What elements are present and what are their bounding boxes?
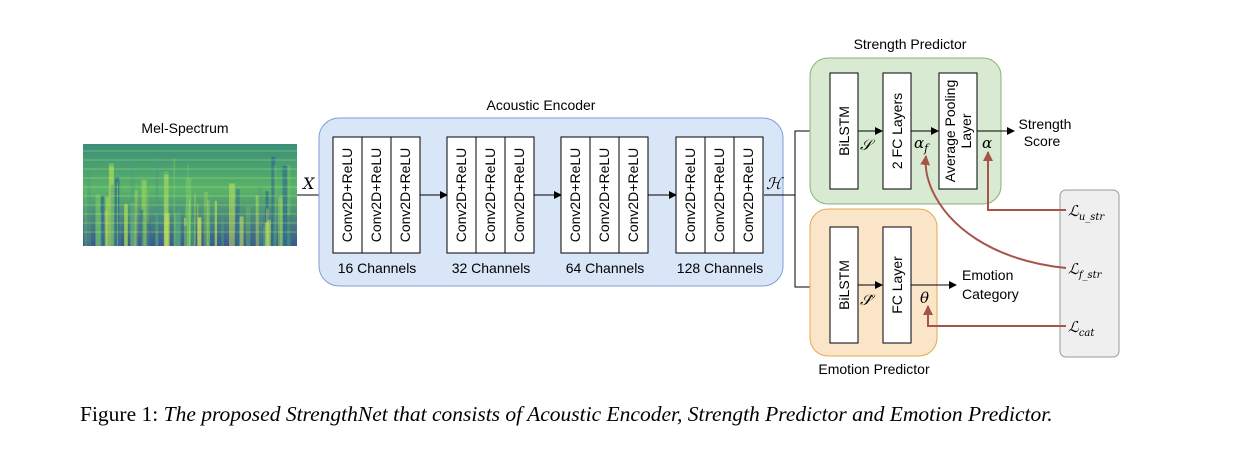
two-fc-layers-block: [882, 72, 912, 190]
strength-bilstm-block: [829, 72, 859, 190]
conv-group-3: Conv2D+ReLU Conv2D+ReLU Conv2D+ReLU 64 Chan…: [560, 136, 649, 276]
channel-label: 128 Channels: [677, 260, 763, 276]
emotion-predictor-title: Emotion Predictor: [818, 361, 930, 377]
average-pooling-label-2: Layer: [958, 113, 974, 148]
strength-score-label-1: Strength: [1019, 116, 1072, 132]
conv2d-relu-block: [589, 136, 620, 254]
average-pooling-block: [938, 72, 978, 190]
figure-caption: Figure 1: The proposed StrengthNet that …: [80, 402, 1220, 427]
conv2d-relu-label: Conv2D+ReLU: [596, 148, 612, 243]
conv2d-relu-label: Conv2D+ReLU: [397, 148, 413, 243]
conv-group-2: Conv2D+ReLU Conv2D+ReLU Conv2D+ReLU 32 Chan…: [446, 136, 535, 276]
conv2d-relu-label: Conv2D+ReLU: [368, 148, 384, 243]
acoustic-encoder-box: [318, 117, 784, 287]
loss-cat: ℒcat: [1068, 318, 1095, 339]
channel-label: 32 Channels: [452, 260, 531, 276]
loss-u-str: ℒu_str: [1068, 202, 1105, 223]
fc-layer-block: [882, 226, 912, 344]
alpha-symbol: α: [982, 134, 992, 152]
conv2d-relu-block: [475, 136, 506, 254]
strength-score-label-2: Score: [1024, 133, 1061, 149]
loss-cat-arrow: [923, 305, 1066, 327]
conv2d-relu-label: Conv2D+ReLU: [511, 148, 527, 243]
conv-groups: Conv2D+ReLU Conv2D+ReLU Conv2D+ReLU 16 Chan…: [332, 136, 764, 276]
conv2d-relu-block: [504, 136, 535, 254]
loss-u-str-arrow: [983, 151, 1066, 211]
mel-spectrogram-image: [83, 144, 297, 246]
conv2d-relu-block: [332, 136, 363, 254]
strength-bilstm-label: BiLSTM: [836, 106, 852, 156]
conv2d-relu-label: Conv2D+ReLU: [682, 148, 698, 243]
emotion-category-label-2: Category: [962, 286, 1019, 302]
input-symbol-x: X: [301, 174, 315, 193]
loss-f-str-arrow: [920, 155, 1067, 269]
conv2d-relu-label: Conv2D+ReLU: [625, 148, 641, 243]
strength-predictor-title: Strength Predictor: [854, 36, 967, 52]
channel-label: 16 Channels: [338, 260, 417, 276]
conv2d-relu-block: [618, 136, 649, 254]
conv2d-relu-label: Conv2D+ReLU: [339, 148, 355, 243]
conv2d-relu-label: Conv2D+ReLU: [740, 148, 756, 243]
fc-layer-label: FC Layer: [889, 256, 905, 314]
conv2d-relu-label: Conv2D+ReLU: [482, 148, 498, 243]
alpha-f-symbol: αf: [914, 134, 930, 155]
conv-group-4: Conv2D+ReLU Conv2D+ReLU Conv2D+ReLU 128 Cha…: [675, 136, 764, 276]
conv2d-relu-block: [361, 136, 392, 254]
loss-f-str: ℒf_str: [1068, 260, 1103, 281]
two-fc-layers-label: 2 FC Layers: [889, 93, 905, 169]
emotion-bilstm-label: BiLSTM: [836, 260, 852, 310]
emotion-bilstm-block: [829, 226, 859, 344]
caption-lead: Figure 1:: [80, 402, 164, 426]
conv2d-relu-label: Conv2D+ReLU: [711, 148, 727, 243]
channel-label: 64 Channels: [566, 260, 645, 276]
conv2d-relu-block: [733, 136, 764, 254]
mel-spectrum-label: Mel-Spectrum: [141, 120, 228, 136]
emotion-category-label-1: Emotion: [962, 267, 1013, 283]
caption-body: The proposed StrengthNet that consists o…: [163, 402, 1053, 426]
hidden-symbol-h: ℋ: [766, 174, 784, 193]
emotion-predictor-box: [809, 208, 938, 357]
conv2d-relu-label: Conv2D+ReLU: [567, 148, 583, 243]
acoustic-encoder-title: Acoustic Encoder: [487, 97, 596, 113]
loss-box: [1059, 189, 1120, 358]
average-pooling-label-1: Average Pooling: [942, 80, 958, 182]
conv2d-relu-label: Conv2D+ReLU: [453, 148, 469, 243]
theta-symbol: θ: [920, 289, 929, 307]
strengthnet-diagram: Mel-Spectrum X Acoustic Encoder Conv2D+R…: [83, 36, 1120, 377]
